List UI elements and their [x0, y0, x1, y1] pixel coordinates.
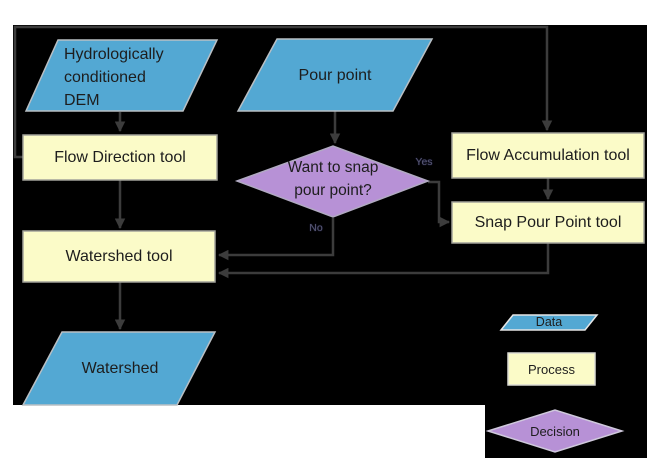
- legend-decision-label: Decision: [530, 423, 580, 439]
- dem-node-shape: [24, 39, 219, 112]
- flow-direction-node-label: Flow Direction tool: [54, 149, 186, 166]
- decision-label-line-1: Want to snap: [287, 159, 379, 176]
- edge-flow-direction-to-flow-accumulation: [13, 25, 553, 159]
- legend-process-shape: [507, 352, 596, 386]
- pour-point-node-shape: [236, 38, 434, 112]
- dem-node-label: Hydrologically conditioned DEM: [64, 43, 164, 112]
- legend-process-label: Process: [528, 361, 575, 377]
- edge-snap-pour-point-to-watershed-tool: [217, 243, 550, 279]
- legend-decision-shape: [485, 409, 625, 453]
- flow-accumulation-node-shape: [451, 132, 645, 179]
- dem-label-line-3: DEM: [64, 92, 100, 109]
- yes-edge-label: Yes: [415, 156, 433, 168]
- pour-point-node-label: Pour point: [298, 66, 372, 84]
- decision-node-label: Want to snap pour point?: [240, 156, 426, 202]
- legend-data-label: Data: [535, 315, 563, 329]
- snap-pour-point-node-shape: [451, 201, 645, 244]
- flow-direction-node-shape: [22, 134, 218, 181]
- watershed-tool-node-shape: [22, 230, 216, 283]
- edge-decision-yes-to-snap-pour-point: [428, 180, 451, 228]
- dem-label-line-2: conditioned: [64, 69, 146, 86]
- legend-data-shape: [499, 314, 599, 331]
- no-edge-label: No: [309, 222, 323, 234]
- watershed-node-label: Watershed: [81, 360, 159, 377]
- dem-label-line-1: Hydrologically: [64, 46, 164, 63]
- decision-label-line-2: pour point?: [294, 182, 372, 199]
- watershed-node-shape: [21, 331, 217, 406]
- snap-pour-point-node-label: Snap Pour Point tool: [474, 214, 622, 231]
- watershed-tool-node-label: Watershed tool: [65, 248, 173, 265]
- decision-node-shape: [234, 145, 431, 218]
- flow-accumulation-node-label: Flow Accumulation tool: [466, 147, 630, 164]
- edge-decision-no-to-watershed-tool: [217, 218, 335, 261]
